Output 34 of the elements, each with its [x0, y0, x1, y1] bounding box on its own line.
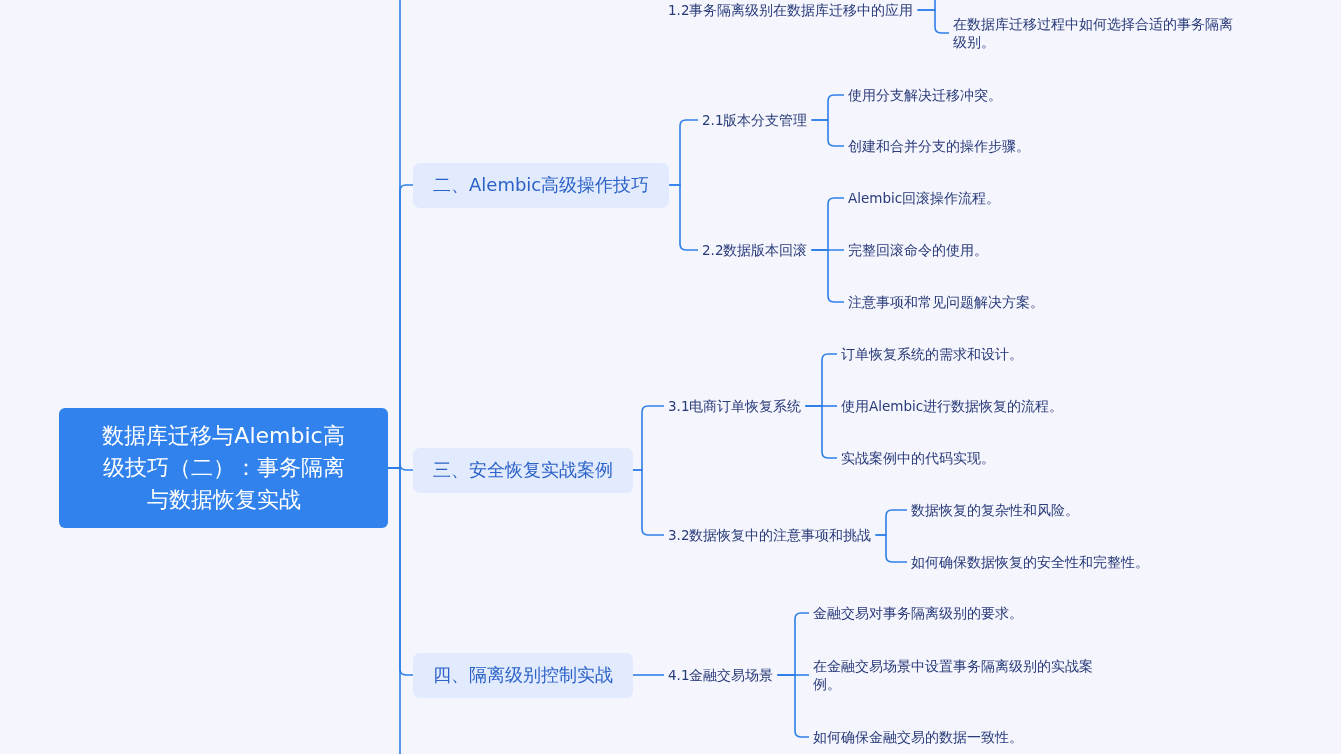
subtopic-text: 2.1版本分支管理 [698, 111, 812, 129]
leaf-text: 数据恢复的复杂性和风险。 [907, 501, 1083, 519]
leaf-text: 订单恢复系统的需求和设计。 [837, 345, 1027, 363]
leaf-text: 完整回滚命令的使用。 [844, 241, 992, 259]
leaf-text: 注意事项和常见问题解决方案。 [844, 293, 1048, 311]
leaf-text: 如何确保金融交易的数据一致性。 [809, 728, 1027, 746]
subtopic-text: 1.2事务隔离级别在数据库迁移中的应用 [664, 1, 918, 19]
connector-line [632, 674, 665, 676]
leaf-text: 使用分支解决迁移冲突。 [844, 86, 1006, 104]
central-topic-box [59, 408, 388, 528]
leaf-text: 在金融交易场景中设置事务隔离级别的实战案例。 [809, 657, 1105, 693]
connector-line [387, 467, 401, 754]
leaf-text: 实战案例中的代码实现。 [837, 449, 999, 467]
connector-line [874, 534, 908, 563]
leaf-text: Alembic回滚操作流程。 [844, 189, 1005, 207]
topic-box [413, 652, 633, 698]
leaf-text: 创建和合并分支的操作步骤。 [844, 137, 1034, 155]
connector-line [668, 184, 699, 251]
topic-title: 三、安全恢复实战案例 [433, 458, 613, 482]
central-topic-title: 数据库迁移与Alembic高级技巧（二）：事务隔离与数据恢复实战 [101, 422, 346, 514]
connector-line [916, 9, 950, 34]
subtopic-text: 4.1金融交易场景 [664, 666, 778, 684]
topic-box [413, 162, 670, 208]
topic-title: 四、隔离级别控制实战 [433, 663, 613, 687]
leaf-text: 在数据库迁移过程中如何选择合适的事务隔离级别。 [949, 15, 1245, 51]
topic-box [413, 447, 633, 493]
topic-title: 二、Alembic高级操作技巧 [433, 173, 650, 197]
leaf-text: 金融交易对事务隔离级别的要求。 [809, 604, 1027, 622]
subtopic-text: 3.1电商订单恢复系统 [664, 397, 806, 415]
subtopic-text: 2.2数据版本回滚 [698, 241, 812, 259]
subtopic-text: 3.2数据恢复中的注意事项和挑战 [664, 526, 876, 544]
connector-line [632, 469, 665, 536]
leaf-text: 如何确保数据恢复的安全性和完整性。 [907, 553, 1153, 571]
leaf-text: 使用Alembic进行数据恢复的流程。 [837, 397, 1068, 415]
